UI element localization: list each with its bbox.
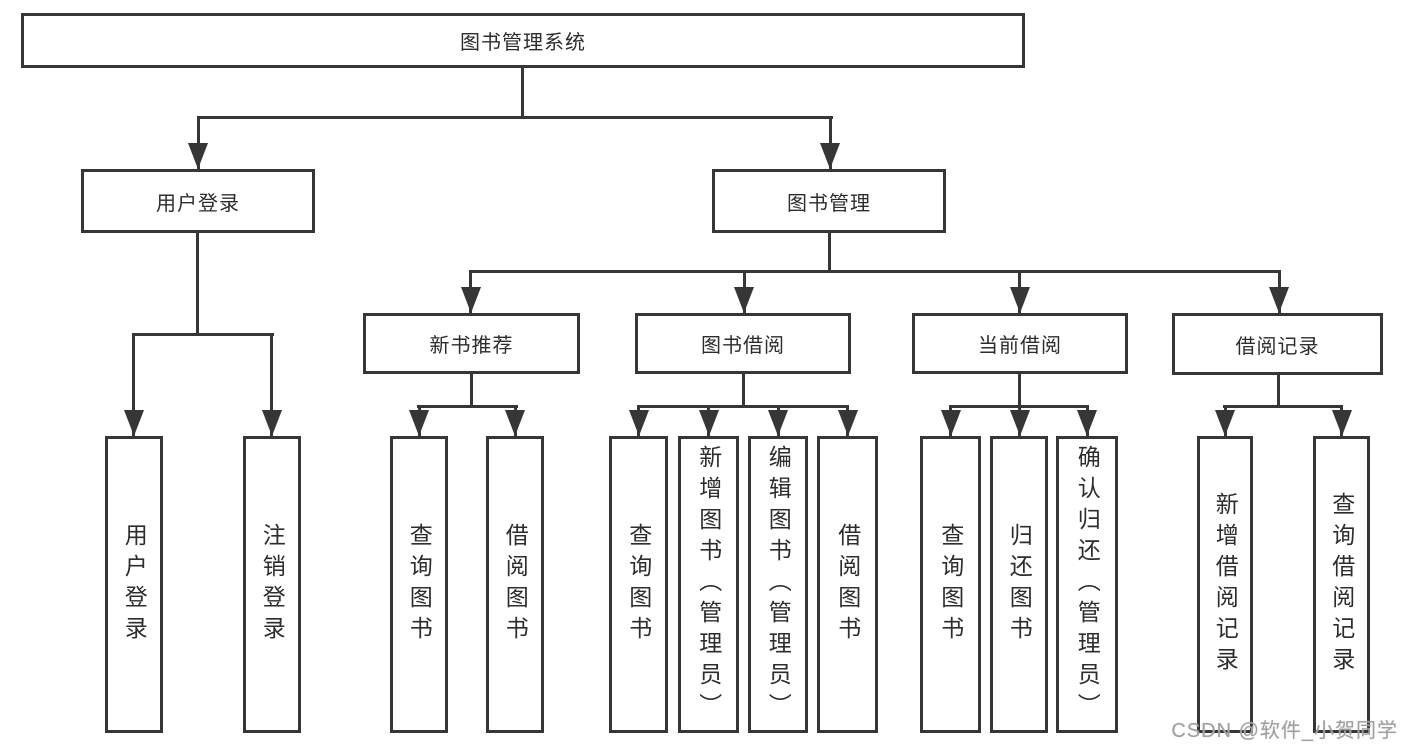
node-new-book-recommend-label: 新书推荐 [429,335,514,357]
leaf-logout: 注销登录 [243,436,301,733]
leaf-query-borrow-record: 查询借阅记录 [1313,436,1370,733]
node-new-book-recommend: 新书推荐 [363,313,580,374]
arrow-down-icon [1010,410,1030,436]
node-current-borrow-label: 当前借阅 [978,335,1062,357]
connector-book-management-stem [828,233,831,273]
leaf-query-book-2: 查询图书 [609,436,668,733]
arrow-down-icon [734,287,754,313]
arrow-down-icon [629,410,649,436]
connector-group-stem [470,374,473,408]
leaf-borrow-book-1: 借阅图书 [486,436,544,733]
leaf-return-book: 归还图书 [990,436,1048,733]
arrow-down-icon [188,143,208,169]
connector-stub-user-login [197,116,200,169]
node-current-borrow: 当前借阅 [912,313,1128,374]
node-book-management: 图书管理 [712,169,946,233]
arrow-down-icon [1077,410,1097,436]
connector-user-login-split [132,333,274,336]
leaf-confirm-return-admin-label: 确认归还（管理员） [1074,445,1101,724]
connector-group-split [1223,405,1343,408]
leaf-query-borrow-record-label: 查询借阅记录 [1328,491,1355,678]
arrow-down-icon [1269,287,1289,313]
leaf-query-book-1: 查询图书 [390,436,448,733]
leaf-edit-book-admin-label: 编辑图书（管理员） [765,445,792,724]
connector-stub-leaf [132,333,135,436]
node-book-borrow: 图书借阅 [635,313,851,374]
node-book-borrow-label: 图书借阅 [701,335,785,357]
arrow-down-icon [1332,410,1352,436]
leaf-edit-book-admin: 编辑图书（管理员） [748,436,808,733]
leaf-confirm-return-admin: 确认归还（管理员） [1056,436,1118,733]
arrow-down-icon [505,410,525,436]
connector-group-stem [742,374,745,408]
leaf-user-login: 用户登录 [105,436,163,733]
leaf-query-book-3: 查询图书 [920,436,981,733]
leaf-user-login-label: 用户登录 [121,522,148,647]
leaf-add-book-admin-label: 新增图书（管理员） [695,445,722,724]
leaf-add-borrow-record: 新增借阅记录 [1197,436,1253,733]
connector-group-split [637,405,849,408]
connector-stub-leaf [270,333,273,436]
node-book-management-label: 图书管理 [787,192,871,215]
connector-group-stem [1018,374,1021,408]
leaf-borrow-book-2: 借阅图书 [817,436,878,733]
node-root-label: 图书管理系统 [460,32,586,54]
leaf-logout-label: 注销登录 [259,522,286,647]
csdn-watermark: CSDN @软件_小贺同学 [1171,720,1398,742]
arrow-down-icon [820,143,840,169]
leaf-query-book-3-label: 查询图书 [937,522,964,647]
arrow-down-icon [262,410,282,436]
connector-group-stem [1277,375,1280,406]
connector-root-stem [521,66,524,118]
node-user-login: 用户登录 [81,169,315,233]
node-borrow-records: 借阅记录 [1172,313,1383,375]
leaf-borrow-book-2-label: 借阅图书 [834,522,861,647]
arrow-down-icon [699,410,719,436]
arrow-down-icon [941,410,961,436]
node-user-login-label: 用户登录 [156,192,240,215]
leaf-add-borrow-record-label: 新增借阅记录 [1212,491,1239,678]
node-borrow-records-label: 借阅记录 [1235,335,1320,358]
leaf-add-book-admin: 新增图书（管理员） [678,436,739,733]
arrow-down-icon [461,287,481,313]
connector-user-login-stem [196,233,199,336]
leaf-return-book-label: 归还图书 [1006,522,1033,647]
arrow-down-icon [768,410,788,436]
arrow-down-icon [1010,287,1030,313]
arrow-down-icon [124,410,144,436]
arrow-down-icon [409,410,429,436]
connector-group-split [417,405,518,408]
arrow-down-icon [1215,410,1235,436]
arrow-down-icon [838,410,858,436]
connector-stub-book-management [829,116,832,169]
leaf-query-book-2-label: 查询图书 [625,522,652,647]
leaf-query-book-1-label: 查询图书 [406,522,433,647]
connector-root-split [197,116,833,119]
node-root: 图书管理系统 [21,13,1025,68]
leaf-borrow-book-1-label: 借阅图书 [502,522,529,647]
connector-book-management-split [469,270,1281,273]
